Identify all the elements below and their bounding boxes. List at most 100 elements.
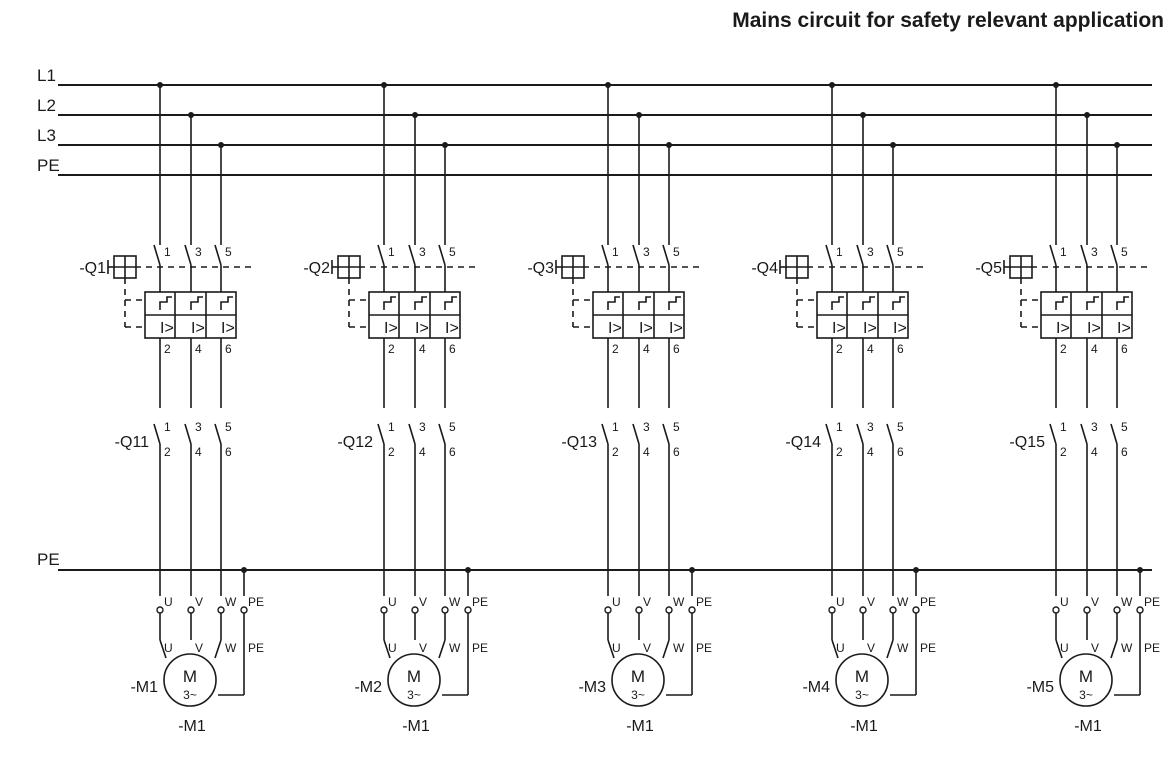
magnetic-trip-symbol: I> bbox=[893, 320, 907, 337]
motor-phase: 3~ bbox=[407, 688, 421, 702]
terminal-ring bbox=[464, 606, 472, 614]
thermal-trip-symbol bbox=[638, 296, 651, 310]
contactor-label: -Q13 bbox=[561, 434, 597, 451]
motor-designation: -M1 bbox=[626, 718, 654, 735]
terminal-label: 4 bbox=[643, 342, 650, 356]
thermal-trip-symbol bbox=[607, 296, 620, 310]
breaker-contact bbox=[601, 244, 609, 266]
terminal-label: 1 bbox=[388, 420, 395, 434]
terminal-ring bbox=[240, 606, 248, 614]
terminal-label: 6 bbox=[449, 342, 456, 356]
terminal-ring bbox=[1136, 606, 1144, 614]
terminal-label: 5 bbox=[1121, 245, 1128, 259]
breaker-contact bbox=[1110, 244, 1118, 266]
terminal-ring bbox=[156, 606, 164, 614]
magnetic-trip-symbol: I> bbox=[863, 320, 877, 337]
terminal-label: V bbox=[643, 641, 651, 655]
terminal-label: 1 bbox=[612, 245, 619, 259]
terminal-label: 5 bbox=[449, 420, 456, 434]
contactor-contact bbox=[662, 423, 670, 445]
magnetic-trip-symbol: I> bbox=[1056, 320, 1070, 337]
terminal-label: W bbox=[897, 595, 909, 609]
motor-lead bbox=[214, 639, 222, 659]
terminal-label: PE bbox=[1144, 641, 1160, 655]
terminal-ring bbox=[889, 606, 897, 614]
terminal-label: 1 bbox=[836, 245, 843, 259]
terminal-label: 2 bbox=[612, 445, 619, 459]
breaker-contact bbox=[856, 244, 864, 266]
motor-lead bbox=[831, 639, 839, 659]
terminal-label: 4 bbox=[1091, 445, 1098, 459]
contactor-contact bbox=[856, 423, 864, 445]
terminal-label: 5 bbox=[449, 245, 456, 259]
terminal-label: 3 bbox=[419, 245, 426, 259]
bus-label-l1: L1 bbox=[37, 66, 56, 85]
terminal-ring bbox=[665, 606, 673, 614]
terminal-label: 1 bbox=[388, 245, 395, 259]
terminal-ring bbox=[380, 606, 388, 614]
terminal-label: 2 bbox=[164, 445, 171, 459]
terminal-label: 3 bbox=[195, 245, 202, 259]
terminal-label: 4 bbox=[643, 445, 650, 459]
magnetic-trip-symbol: I> bbox=[1117, 320, 1131, 337]
terminal-ring bbox=[411, 606, 419, 614]
terminal-label: 6 bbox=[897, 445, 904, 459]
motor-label: -M1 bbox=[130, 679, 158, 696]
terminal-label: W bbox=[673, 641, 685, 655]
motor-letter: M bbox=[1079, 667, 1093, 686]
contactor-contact bbox=[1080, 423, 1088, 445]
motor-circle bbox=[611, 653, 665, 707]
terminal-label: U bbox=[388, 641, 397, 655]
motor-circle bbox=[163, 653, 217, 707]
thermal-trip-symbol bbox=[1086, 296, 1099, 310]
terminal-label: V bbox=[419, 595, 427, 609]
magnetic-trip-symbol: I> bbox=[669, 320, 683, 337]
breaker-contact bbox=[153, 244, 161, 266]
contactor-contact bbox=[601, 423, 609, 445]
terminal-ring bbox=[217, 606, 225, 614]
terminal-label: U bbox=[612, 595, 621, 609]
motor-circle bbox=[387, 653, 441, 707]
terminal-label: V bbox=[643, 595, 651, 609]
magnetic-trip-symbol: I> bbox=[191, 320, 205, 337]
bus-label-pe-top: PE bbox=[37, 156, 60, 175]
terminal-label: U bbox=[612, 641, 621, 655]
terminal-ring bbox=[828, 606, 836, 614]
terminal-label: 2 bbox=[836, 342, 843, 356]
breaker-label: -Q4 bbox=[751, 260, 778, 277]
terminal-label: PE bbox=[248, 595, 264, 609]
contactor-contact bbox=[1110, 423, 1118, 445]
terminal-label: 5 bbox=[225, 420, 232, 434]
motor-lead bbox=[383, 639, 391, 659]
terminal-label: 2 bbox=[612, 342, 619, 356]
motor-label: -M3 bbox=[578, 679, 606, 696]
terminal-label: 2 bbox=[388, 445, 395, 459]
motor-phase: 3~ bbox=[1079, 688, 1093, 702]
terminal-label: PE bbox=[248, 641, 264, 655]
contactor-contact bbox=[153, 423, 161, 445]
motor-phase: 3~ bbox=[183, 688, 197, 702]
terminal-label: 6 bbox=[897, 342, 904, 356]
terminal-label: 3 bbox=[419, 420, 426, 434]
terminal-label: 3 bbox=[195, 420, 202, 434]
bus-label-l3: L3 bbox=[37, 126, 56, 145]
motor-designation: -M1 bbox=[1074, 718, 1102, 735]
breaker-contact bbox=[214, 244, 222, 266]
thermal-trip-symbol bbox=[668, 296, 681, 310]
terminal-label: 3 bbox=[867, 420, 874, 434]
contactor-contact bbox=[214, 423, 222, 445]
terminal-label: 2 bbox=[836, 445, 843, 459]
contactor-contact bbox=[1049, 423, 1057, 445]
contactor-label: -Q14 bbox=[785, 434, 821, 451]
magnetic-trip-symbol: I> bbox=[608, 320, 622, 337]
terminal-label: V bbox=[867, 641, 875, 655]
terminal-label: 5 bbox=[673, 420, 680, 434]
terminal-label: W bbox=[225, 641, 237, 655]
motor-lead bbox=[886, 639, 894, 659]
terminal-label: V bbox=[195, 595, 203, 609]
